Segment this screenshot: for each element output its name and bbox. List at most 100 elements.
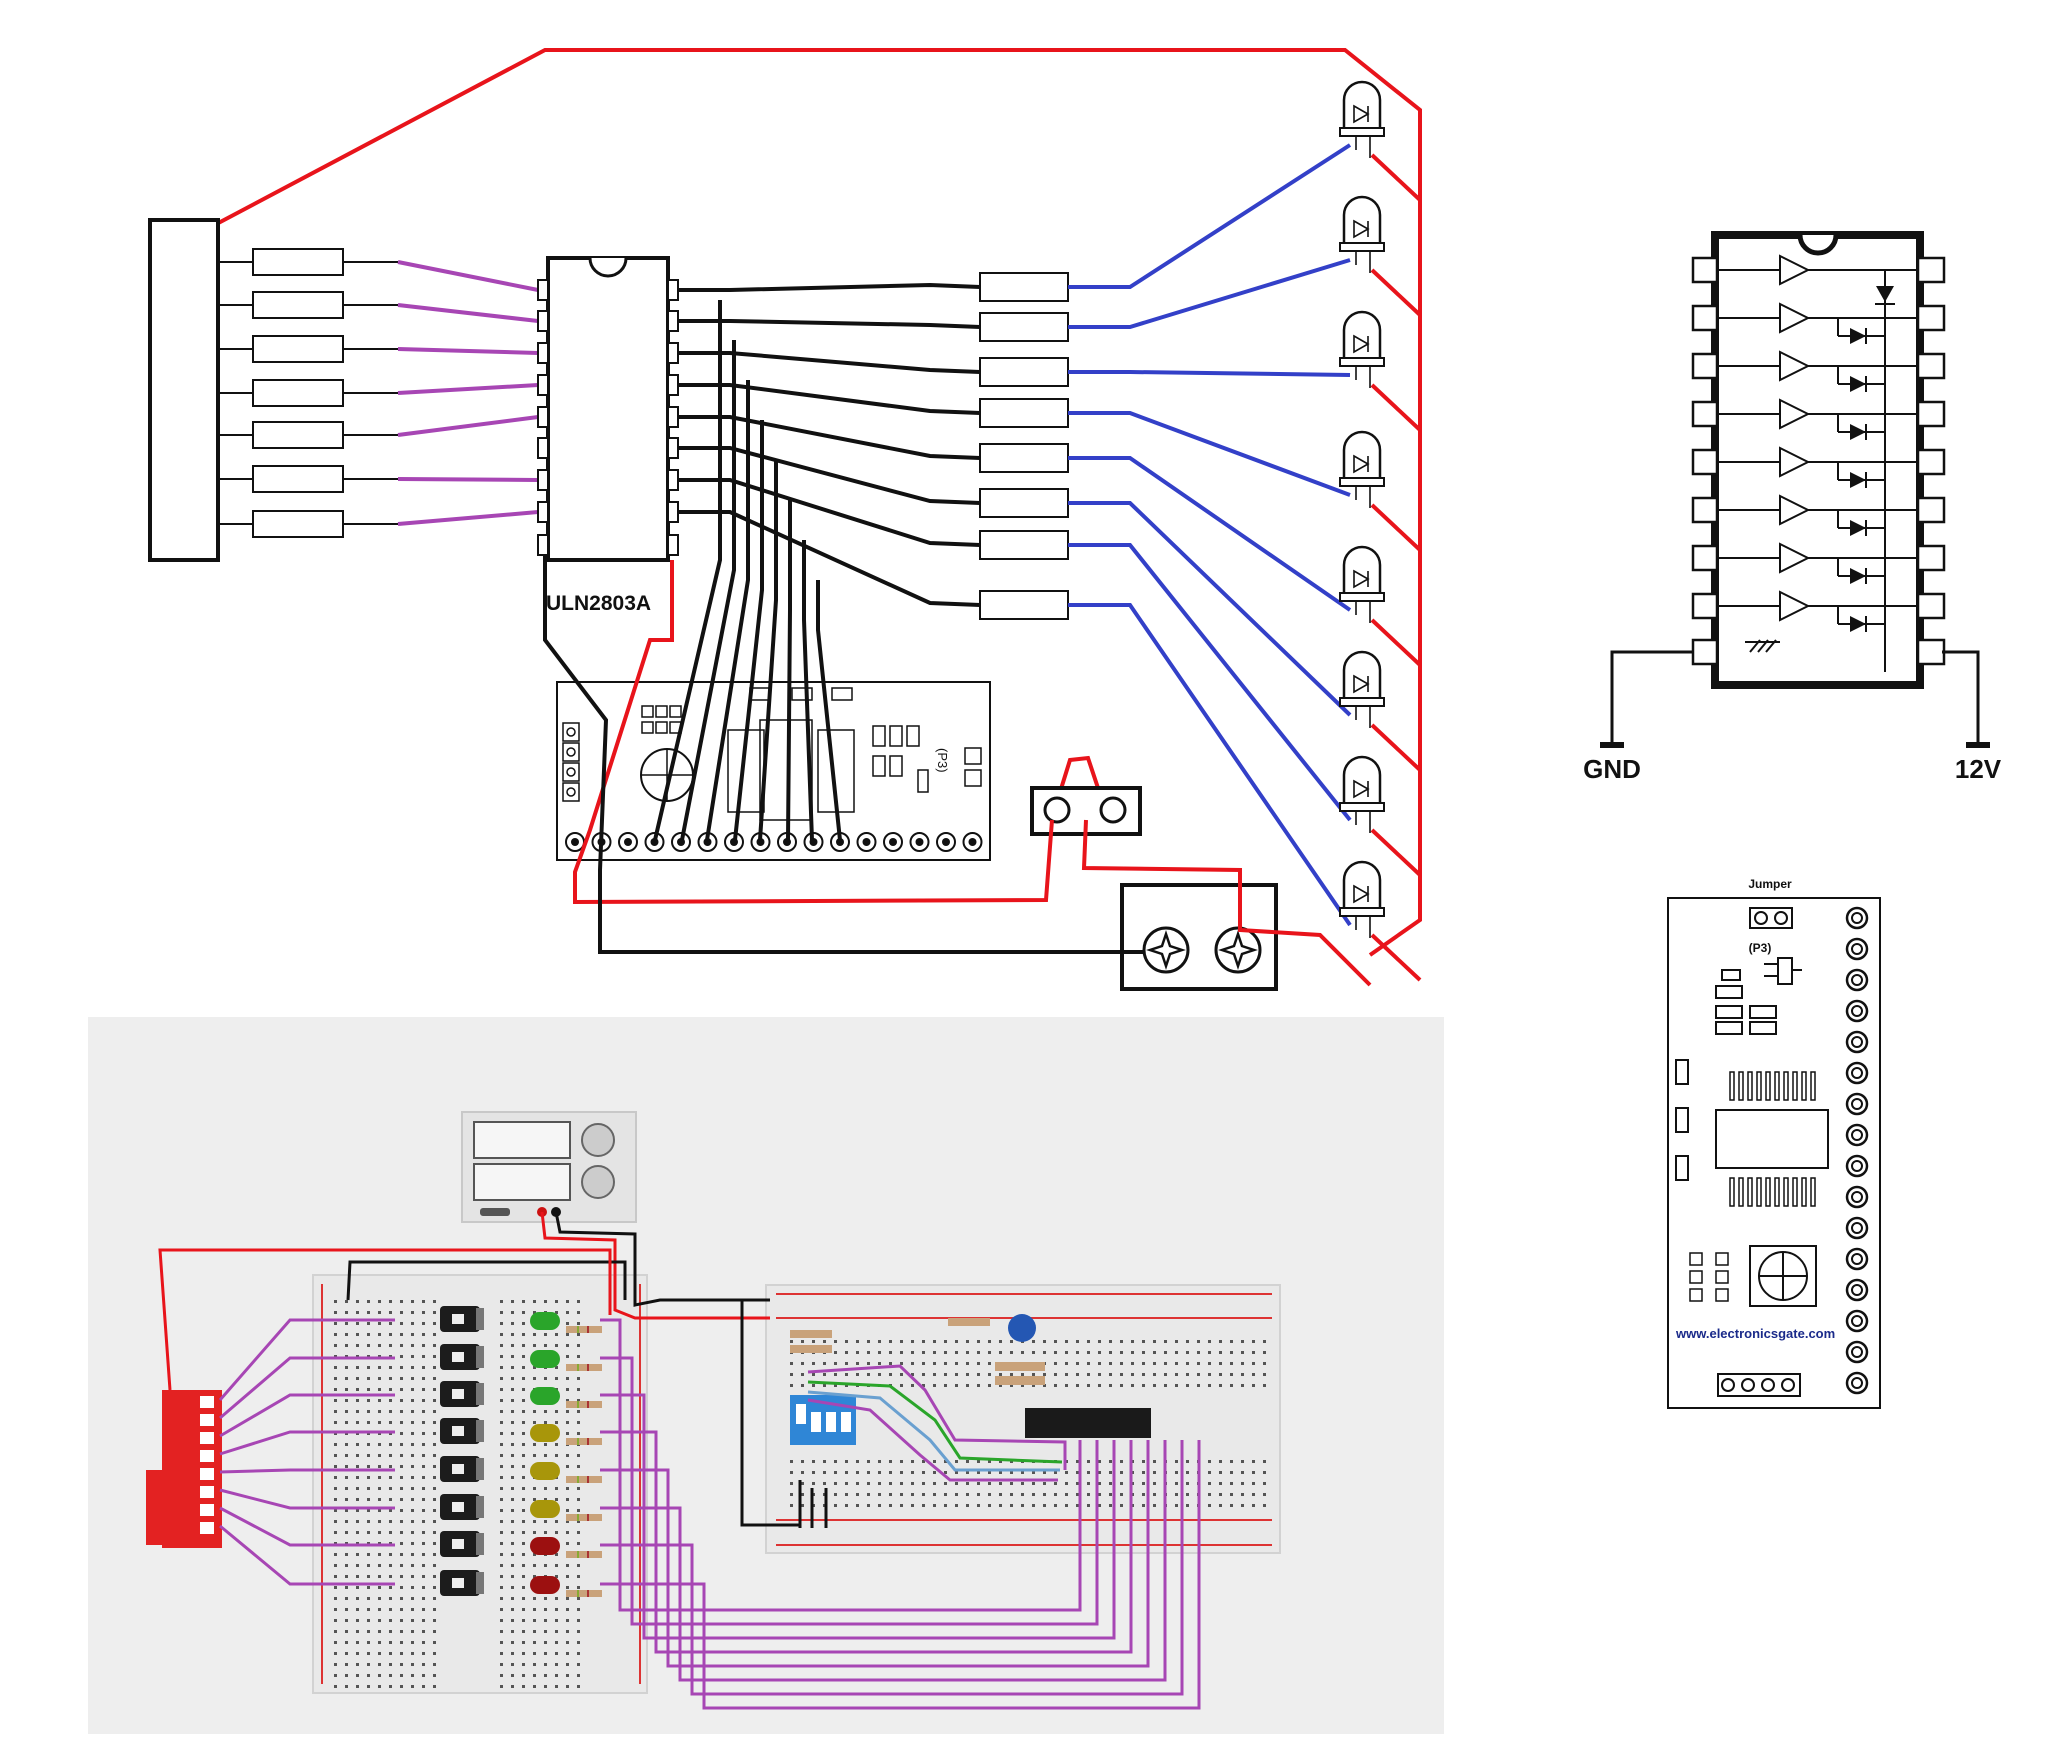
- resistor-icon: [566, 1514, 602, 1521]
- power-wire-red: [573, 560, 1054, 905]
- transistor-column: [440, 1306, 484, 1596]
- led-wire: [1068, 370, 1351, 377]
- block-pin: [1916, 592, 1946, 620]
- block-pin: [1691, 256, 1719, 284]
- switch-wire: [219, 1393, 395, 1438]
- input-wire: [397, 415, 539, 437]
- led-supply-wire: [1370, 933, 1422, 982]
- output-wire: [678, 383, 981, 415]
- output-wire: [678, 319, 981, 329]
- resistor-icon: [979, 443, 1069, 473]
- expander-ic: [1025, 1408, 1151, 1438]
- chip-pin: [537, 406, 549, 428]
- resistor-icon: [566, 1326, 602, 1333]
- input-connector: [148, 218, 220, 562]
- resistor-icon: [979, 488, 1069, 518]
- block-pin: [1691, 638, 1719, 666]
- switch-wire: [219, 1468, 395, 1474]
- sim-black-pins: [798, 1480, 828, 1528]
- chip-pin: [667, 342, 679, 364]
- led-supply-wire: [1370, 383, 1422, 432]
- buffer-triangle-icon: [1779, 446, 1811, 478]
- resistor-icon: [566, 1476, 602, 1483]
- led-supply-wires: [1370, 153, 1422, 982]
- buffer-triangle-icon: [1779, 542, 1811, 574]
- led-column: [1339, 80, 1385, 938]
- module-wire: [653, 300, 722, 841]
- lcd-header-pin: [1781, 1378, 1795, 1392]
- input-wire: [397, 347, 539, 355]
- diode-icon: [1876, 286, 1894, 302]
- resistor-icon: [252, 379, 344, 407]
- ground-symbol-icon: [1600, 742, 1624, 748]
- breadboard-left: [312, 1274, 648, 1694]
- chip-pin: [537, 374, 549, 396]
- chip-pin: [537, 534, 549, 556]
- block-pin: [1916, 256, 1946, 284]
- resistor-icon: [948, 1318, 990, 1326]
- resistor-icon: [995, 1362, 1045, 1371]
- switch-wire: [219, 1430, 395, 1456]
- resistor-icon: [995, 1376, 1045, 1385]
- module-wires: [653, 300, 842, 841]
- buffer-triangle-icon: [1779, 494, 1811, 526]
- chip-pin: [667, 374, 679, 396]
- simulation-screenshot: [88, 1017, 1444, 1734]
- lcd-backpack-pinout: Jumper (P3) www.electronicsgate.com: [1667, 877, 1881, 1409]
- module-wire: [802, 540, 814, 841]
- block-pin: [1916, 544, 1946, 572]
- resistor-icon: [566, 1401, 602, 1408]
- led-supply-wire: [1370, 503, 1422, 552]
- resistor-icon: [252, 248, 344, 276]
- led-icon: [1339, 195, 1385, 273]
- led-icon: [530, 1387, 560, 1405]
- module-side-pin: [562, 722, 580, 742]
- block-pin: [1916, 496, 1946, 524]
- resistor-icon: [790, 1345, 832, 1353]
- led-wire: [1068, 501, 1352, 717]
- uln2803a-chip: ULN2803A: [537, 256, 679, 615]
- resistor-icon: [979, 398, 1069, 428]
- block-pin: [1691, 304, 1719, 332]
- switch-wire: [218, 1318, 395, 1401]
- led-wire: [1068, 143, 1352, 289]
- input-wire: [397, 260, 539, 292]
- block-pin: [1691, 592, 1719, 620]
- led-icon: [530, 1500, 560, 1518]
- lcd-header-pin: [1761, 1378, 1775, 1392]
- led-supply-wire: [1370, 153, 1422, 202]
- input-wires: [397, 260, 539, 526]
- block-pin: [1691, 352, 1719, 380]
- resistor-icon: [252, 510, 344, 538]
- module-wire: [705, 380, 750, 841]
- buffer-triangle-icon: [1779, 398, 1811, 430]
- module-side-pin: [562, 782, 580, 802]
- switch-wires: [218, 1318, 395, 1586]
- terminal-wire-red: [1081, 819, 1372, 987]
- resistor-icon: [979, 590, 1069, 620]
- block-pin: [1916, 638, 1946, 666]
- chip-pin: [667, 310, 679, 332]
- led-supply-wire: [1370, 618, 1422, 667]
- website-label: www.electronicsgate.com: [1675, 1326, 1835, 1341]
- lcd-p3-label: (P3): [1749, 941, 1772, 955]
- block-pin: [1691, 448, 1719, 476]
- led-icon: [530, 1537, 560, 1555]
- output-wire: [678, 478, 981, 547]
- resistor-icon: [566, 1438, 602, 1445]
- expander-to-leds-wires: [600, 1318, 1201, 1710]
- led-wire: [1068, 543, 1352, 822]
- led-icon: [1339, 310, 1385, 388]
- block-pin: [1691, 544, 1719, 572]
- led-supply-wire: [1370, 828, 1422, 877]
- module-jumper-label: (P3): [935, 748, 950, 773]
- led-wire: [1068, 258, 1351, 329]
- lcd-header-pin: [1721, 1378, 1735, 1392]
- input-wire: [397, 477, 539, 482]
- resistor-icon: [252, 465, 344, 493]
- module-wire: [680, 340, 736, 841]
- chip-pin: [537, 279, 549, 301]
- led-icon: [1339, 430, 1385, 508]
- led-icon: [530, 1576, 560, 1594]
- input-wire: [397, 510, 539, 526]
